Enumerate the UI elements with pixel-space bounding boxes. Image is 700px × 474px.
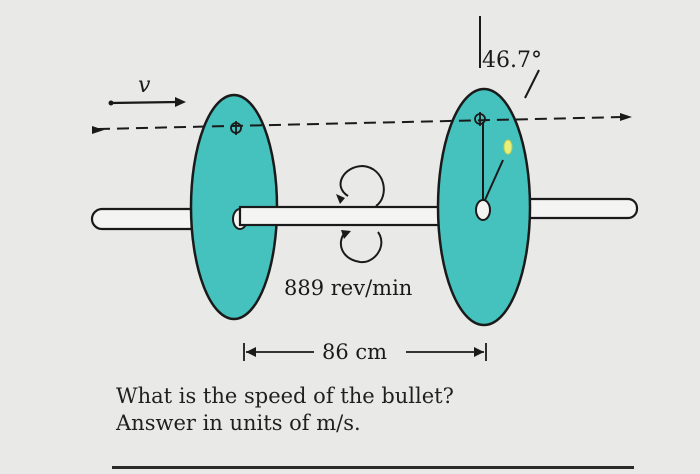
right-disk <box>436 87 532 327</box>
distance-dimension <box>243 343 487 361</box>
bullet-entry-mark-left <box>230 121 242 135</box>
divider-line <box>112 466 634 469</box>
angle-label: 46.7° <box>482 48 542 73</box>
question-line: What is the speed of the bullet? <box>116 384 454 408</box>
bullet-path <box>92 113 632 134</box>
question-text: What is the speed of the bullet? Answer … <box>116 383 454 437</box>
velocity-label: v <box>138 73 151 98</box>
rotation-rate-label: 889 rev/min <box>284 276 412 300</box>
distance-label: 86 cm <box>322 340 387 364</box>
bullet-hole-mark <box>503 139 513 155</box>
rotation-arrow-icon <box>336 164 385 264</box>
velocity-arrow <box>108 97 186 107</box>
units-instruction: Answer in units of m/s. <box>116 411 361 435</box>
bullet-entry-mark-right <box>474 112 486 126</box>
radius-line-angled <box>484 159 504 201</box>
angle-indicator <box>479 16 540 99</box>
